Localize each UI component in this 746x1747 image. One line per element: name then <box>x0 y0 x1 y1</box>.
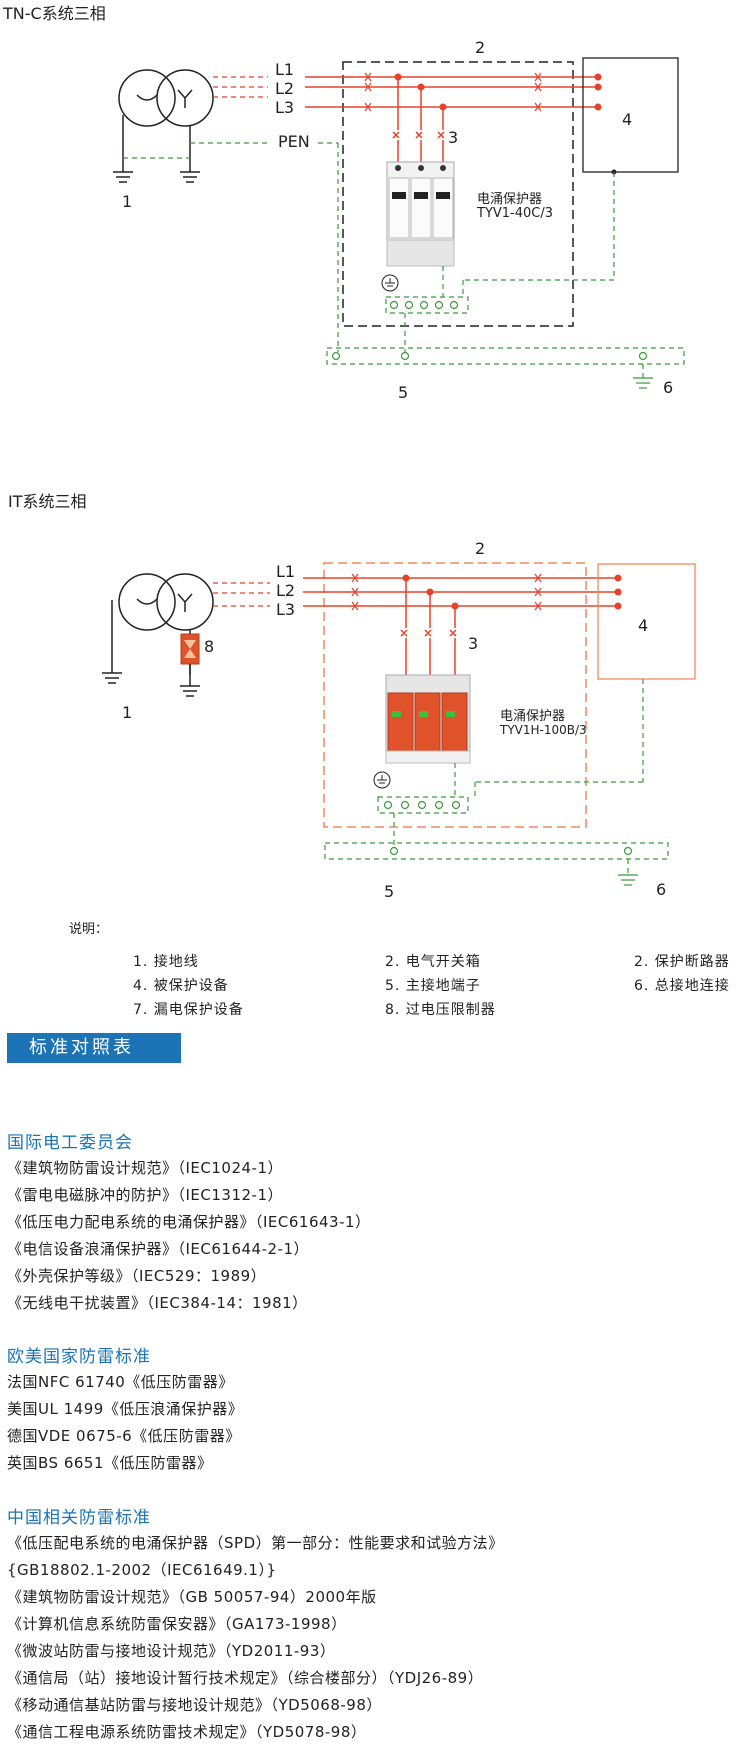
standard-item: 法国NFC 61740《低压防雷器》 <box>7 1373 234 1391</box>
standard-item: 《电信设备浪涌保护器》（IEC61644-2-1） <box>7 1240 310 1258</box>
switch-box <box>323 562 587 828</box>
earth-symbol <box>373 771 391 789</box>
overvoltage-limiter <box>180 633 200 686</box>
transformer-symbol <box>113 69 214 183</box>
d2-label-l2: L2 <box>276 581 296 600</box>
legend-heading: 说明： <box>69 922 109 937</box>
standard-item: 《无线电干扰装置》（IEC384-14：1981） <box>7 1294 308 1312</box>
d1-num-1: 1 <box>122 192 133 211</box>
tnc-wiring-diagram <box>113 57 685 389</box>
standard-item: 美国UL 1499《低压浪涌保护器》 <box>7 1400 244 1418</box>
switch-box <box>342 61 574 327</box>
standard-item: 《通信局（站）接地设计暂行技术规定》（综合楼部分）（YDJ26-89） <box>7 1669 484 1687</box>
d1-device-model: TYV1-40C/3 <box>477 206 554 221</box>
legend-item: 5. 主接地端子 <box>385 978 481 994</box>
standard-item: 《雷电电磁脉冲的防护》（IEC1312-1） <box>7 1186 284 1204</box>
diagram2-title: IT系统三相 <box>8 492 87 511</box>
d1-label-l3: L3 <box>275 98 295 117</box>
diagram1-title: TN-C系统三相 <box>3 4 106 23</box>
spd-device-tyv1h-100b <box>385 674 471 764</box>
d2-num-4: 4 <box>638 616 649 635</box>
standard-item: 《通信工程电源系统防雷技术规定》（YD5078-98） <box>7 1723 367 1741</box>
standard-item: 《低压配电系统的电涌保护器（SPD）第一部分：性能要求和试验方法》 <box>7 1534 504 1552</box>
standard-item: {GB18802.1-2002（IEC61649.1）} <box>7 1561 277 1579</box>
group-title-china: 中国相关防雷标准 <box>7 1508 151 1528</box>
it-wiring-diagram <box>102 562 696 886</box>
legend-item: 2. 电气开关箱 <box>385 954 481 970</box>
d2-label-l1: L1 <box>276 562 296 581</box>
d1-label-l2: L2 <box>275 79 295 98</box>
legend-item: 7. 漏电保护设备 <box>133 1002 244 1018</box>
group-title-iec: 国际电工委员会 <box>7 1133 133 1153</box>
d1-num-5: 5 <box>398 383 409 402</box>
d2-device-caption: 电涌保护器 <box>500 709 566 724</box>
d1-label-l1: L1 <box>275 60 295 79</box>
d2-num-6: 6 <box>656 880 667 899</box>
standard-item: 《微波站防雷与接地设计规范》（YD2011-93） <box>7 1642 336 1660</box>
spd-device-tyv1-40c <box>386 161 455 267</box>
legend-item: 2. 保护断路器 <box>634 954 730 970</box>
d2-num-8: 8 <box>204 637 215 656</box>
standard-item: 德国VDE 0675-6《低压防雷器》 <box>7 1427 241 1445</box>
d2-num-1: 1 <box>122 703 133 722</box>
d2-num-3: 3 <box>468 634 479 653</box>
earth-symbol <box>381 274 399 292</box>
standard-item: 《外壳保护等级》（IEC529：1989） <box>7 1267 267 1285</box>
standard-item: 《建筑物防雷设计规范》（IEC1024-1） <box>7 1159 284 1177</box>
d1-device-caption: 电涌保护器 <box>477 192 543 207</box>
protected-equipment-box <box>597 563 696 680</box>
standard-item: 《建筑物防雷设计规范》（GB 50057-94）2000年版 <box>7 1588 377 1606</box>
d1-num-3: 3 <box>448 128 459 147</box>
legend-item: 4. 被保护设备 <box>133 978 229 994</box>
standard-item: 《移动通信基站防雷与接地设计规范》（YD5068-98） <box>7 1696 382 1714</box>
protected-equipment-box <box>582 57 679 173</box>
d1-num-4: 4 <box>622 110 633 129</box>
d1-num-2: 2 <box>475 38 486 57</box>
standard-item: 《计算机信息系统防雷保安器》（GA173-1998） <box>7 1615 347 1633</box>
d2-num-5: 5 <box>384 882 395 901</box>
d2-label-l3: L3 <box>276 600 296 619</box>
d1-label-pen: PEN <box>278 132 310 151</box>
d2-device-model: TYV1H-100B/3 <box>500 723 587 737</box>
d2-num-2: 2 <box>475 539 486 558</box>
standard-item: 英国BS 6651《低压防雷器》 <box>7 1454 213 1472</box>
legend-item: 6. 总接地连接 <box>634 978 730 994</box>
group-title-euro-us: 欧美国家防雷标准 <box>7 1347 151 1367</box>
standards-banner: 标准对照表 <box>7 1033 181 1063</box>
d1-num-6: 6 <box>663 378 674 397</box>
standard-item: 《低压电力配电系统的电涌保护器》（IEC61643-1） <box>7 1213 371 1231</box>
legend-item: 8. 过电压限制器 <box>385 1002 496 1018</box>
legend-item: 1. 接地线 <box>133 954 199 970</box>
